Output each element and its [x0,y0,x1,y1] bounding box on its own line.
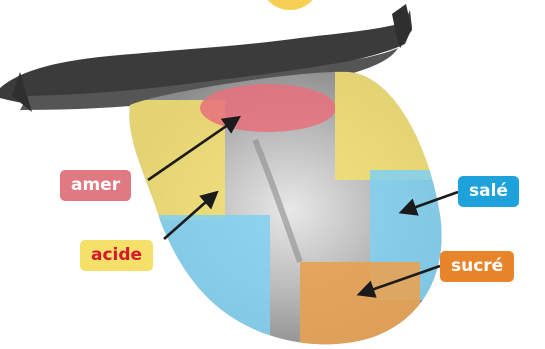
top-circle-decoration [260,0,320,10]
zone-sucre [300,262,420,349]
label-sucre: sucré [440,251,514,282]
tongue [120,60,460,349]
label-amer: amer [60,170,131,201]
zone-amer [200,84,336,132]
label-acide: acide [80,240,153,271]
zone-acide-right [335,70,445,180]
label-sale: salé [458,176,519,207]
